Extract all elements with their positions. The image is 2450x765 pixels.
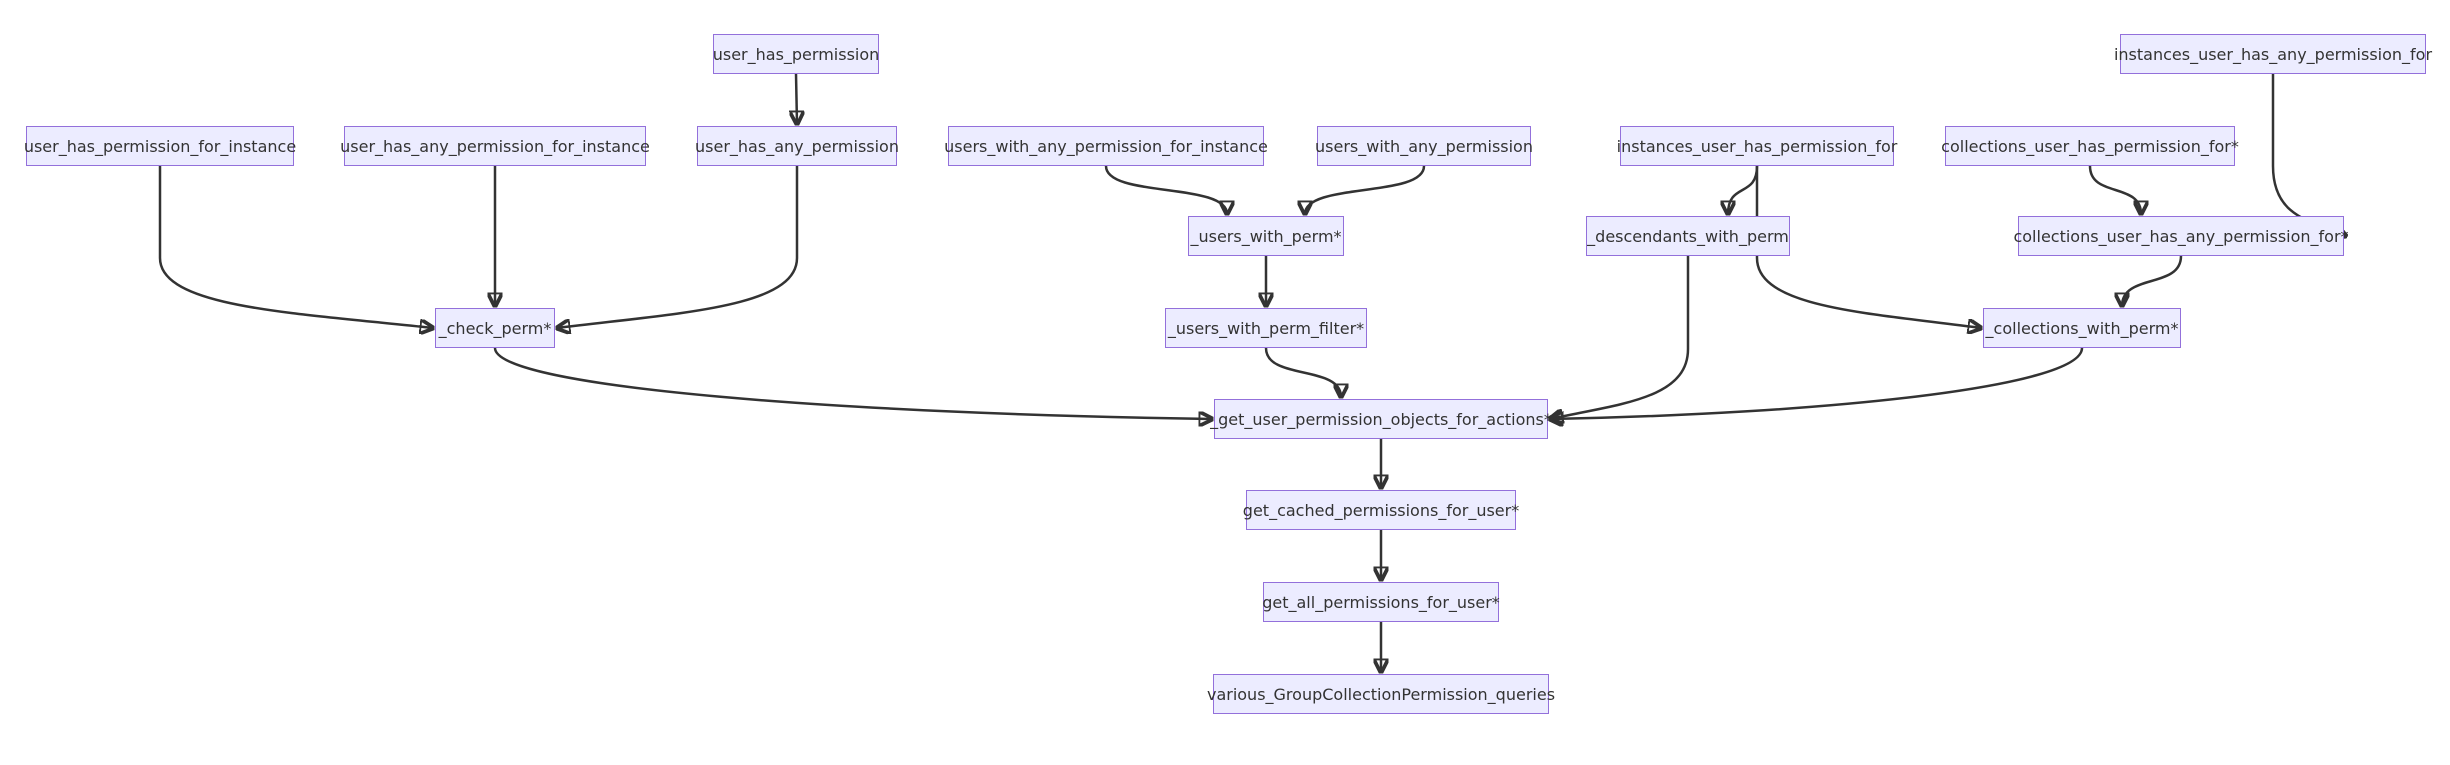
node-descendants-with-perm[interactable]: _descendants_with_perm [1586, 216, 1790, 256]
edge-collections_user_has_any_permission_for-to-collections_with_perm [2122, 255, 2183, 306]
edge-users_with_any_permission-to-users_with_perm [1305, 165, 1426, 214]
edge-users_with_any_permission_for_instance-to-users_with_perm [1104, 165, 1227, 214]
node-users-with-perm[interactable]: _users_with_perm* [1188, 216, 1344, 256]
node-instances-user-has-any-permission-for[interactable]: instances_user_has_any_permission_for [2114, 34, 2432, 74]
edge-user_has_permission_for_instance-to-check_perm [158, 166, 433, 328]
node-get-all-permissions-for-user[interactable]: get_all_permissions_for_user* [1262, 582, 1500, 622]
edge-instances_user_has_any_permission_for-to-collections_user_has_any_permission_for [2271, 74, 2346, 236]
edge-descendants_with_perm-to-get_user_permission_objects_for_actions [1550, 256, 1690, 419]
node-get-user-permission-objects-for-actions[interactable]: _get_user_permission_objects_for_actions… [1210, 399, 1552, 439]
node-user-has-any-permission[interactable]: user_has_any_permission [695, 126, 899, 166]
node-users-with-any-permission-for-instance[interactable]: users_with_any_permission_for_instance [944, 126, 1268, 166]
node-users-with-any-permission[interactable]: users_with_any_permission [1315, 126, 1533, 166]
edge-check_perm-to-get_user_permission_objects_for_actions [493, 347, 1212, 419]
node-user-has-permission-for-instance[interactable]: user_has_permission_for_instance [24, 126, 296, 166]
node-check-perm[interactable]: _check_perm* [435, 308, 555, 348]
node-users-with-perm-filter[interactable]: _users_with_perm_filter* [1165, 308, 1367, 348]
node-various-groupcollectionpermission-queries[interactable]: various_GroupCollectionPermission_querie… [1207, 674, 1555, 714]
edge-user_has_any_permission-to-check_perm [557, 166, 799, 328]
node-collections-user-has-permission-for[interactable]: collections_user_has_permission_for* [1941, 126, 2239, 166]
node-collections-user-has-any-permission-for[interactable]: collections_user_has_any_permission_for* [2013, 216, 2349, 256]
edge-instances_user_has_permission_for-to-collections_with_perm [1755, 166, 1981, 328]
node-user-has-any-permission-for-instance[interactable]: user_has_any_permission_for_instance [340, 126, 650, 166]
node-user-has-permission[interactable]: user_has_permission [713, 34, 879, 74]
node-instances-user-has-permission-for[interactable]: instances_user_has_permission_for [1617, 126, 1897, 166]
edge-user_has_permission-to-user_has_any_permission [796, 73, 797, 124]
node-get-cached-permissions-for-user[interactable]: get_cached_permissions_for_user* [1243, 490, 1519, 530]
edge-collections_user_has_permission_for-to-collections_user_has_any_permission_for [2088, 165, 2141, 214]
node-collections-with-perm[interactable]: _collections_with_perm* [1983, 308, 2181, 348]
edge-users_with_perm_filter-to-get_user_permission_objects_for_actions [1264, 347, 1341, 397]
edge-instances_user_has_permission_for-to-descendants_with_perm [1728, 165, 1759, 214]
edge-collections_with_perm-to-get_user_permission_objects_for_actions [1550, 347, 2084, 419]
